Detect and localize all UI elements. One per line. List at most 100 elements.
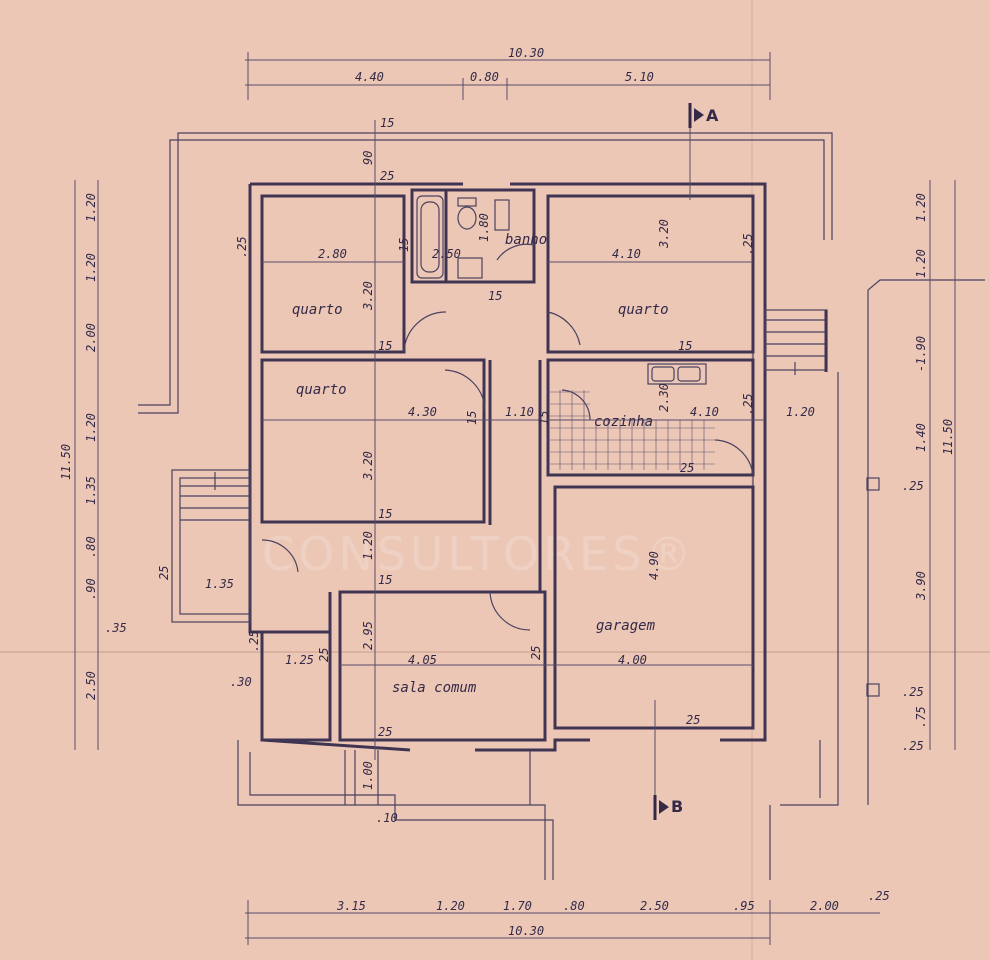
svg-text:25: 25	[378, 725, 392, 739]
svg-text:.30: .30	[230, 675, 252, 689]
kitchen-tiles	[550, 390, 715, 470]
svg-text:2.50: 2.50	[432, 247, 461, 261]
dims-left: 11.50 1.20 1.20 2.00 1.20 1.35 .80 .90 .…	[59, 193, 127, 700]
svg-text:25: 25	[529, 646, 543, 660]
dim-bottom-2: 1.20	[436, 899, 465, 913]
svg-text:.75: .75	[914, 706, 928, 728]
room-label-cozinha: cozinha	[594, 414, 653, 430]
room-label-garagem: garagem	[596, 618, 656, 634]
dimension-lines	[74, 52, 956, 945]
svg-text:.25: .25	[741, 233, 755, 255]
svg-text:1.20: 1.20	[84, 413, 98, 442]
svg-text:A: A	[706, 106, 719, 125]
svg-text:2.80: 2.80	[318, 247, 347, 261]
svg-text:4.30: 4.30	[408, 405, 437, 419]
svg-text:90: 90	[361, 151, 375, 165]
svg-text:.25: .25	[902, 685, 924, 699]
west-stairs	[171, 469, 251, 623]
svg-text:3.90: 3.90	[914, 571, 928, 601]
svg-text:11.50: 11.50	[59, 444, 73, 480]
svg-text:.10: .10	[376, 811, 398, 825]
dim-bottom-6: .95	[733, 899, 755, 913]
dim-bottom-8: .25	[868, 889, 890, 903]
svg-text:1.35: 1.35	[84, 476, 98, 505]
kitchen-sink-icon	[647, 363, 707, 385]
svg-text:15: 15	[678, 339, 692, 353]
svg-text:1.20: 1.20	[84, 193, 98, 222]
svg-text:1.40: 1.40	[914, 423, 928, 452]
svg-text:15: 15	[378, 573, 392, 587]
interior-dims: 15 90 25 2.80 3.20 .25 15 15 2.50 1.80 1…	[157, 116, 815, 825]
svg-text:3.20: 3.20	[361, 281, 375, 311]
svg-text:.80: .80	[84, 536, 98, 558]
terrace-outline	[138, 139, 825, 406]
svg-text:15: 15	[537, 411, 551, 425]
svg-text:2.00: 2.00	[84, 323, 98, 352]
svg-text:.25: .25	[247, 630, 261, 652]
dims-right: 11.50 1.20 1.20 -1.90 1.40 .25 3.90 .25 …	[902, 193, 955, 753]
dim-bottom-5: 2.50	[640, 899, 669, 913]
dim-bottom-7: 2.00	[810, 899, 839, 913]
svg-text:4.00: 4.00	[618, 653, 647, 667]
svg-text:1.80: 1.80	[477, 213, 491, 242]
svg-text:B: B	[671, 797, 683, 816]
svg-text:3.20: 3.20	[361, 451, 375, 481]
dim-bottom-4: .80	[563, 899, 585, 913]
section-marker-a: A	[688, 103, 719, 128]
svg-text:4.10: 4.10	[690, 405, 719, 419]
room-label-quarto-nw: quarto	[292, 302, 343, 318]
svg-text:25: 25	[380, 169, 394, 183]
room-label-quarto-w: quarto	[296, 382, 347, 398]
room-label-quarto-ne: quarto	[618, 302, 669, 318]
svg-text:1.25: 1.25	[285, 653, 314, 667]
dim-top-3: 5.10	[625, 70, 654, 84]
room-label-sala: sala comum	[392, 680, 477, 696]
svg-text:25: 25	[317, 648, 331, 662]
svg-text:1.00: 1.00	[361, 761, 375, 790]
svg-text:11.50: 11.50	[941, 419, 955, 455]
section-marker-b: B	[653, 795, 683, 820]
toilet-icon	[457, 197, 477, 230]
dim-bottom-total: 10.30	[508, 924, 544, 938]
south-porch	[237, 740, 554, 880]
svg-text:2.50: 2.50	[84, 671, 98, 700]
svg-text:1.20: 1.20	[361, 531, 375, 560]
east-stairs	[764, 309, 828, 375]
svg-text:3.20: 3.20	[657, 219, 671, 249]
svg-text:-1.90: -1.90	[914, 336, 928, 372]
svg-text:15: 15	[488, 289, 502, 303]
svg-text:1.10: 1.10	[505, 405, 534, 419]
watermark: CONSULTORES®	[262, 527, 695, 581]
dim-top-1: 4.40	[355, 70, 384, 84]
doors	[261, 243, 754, 631]
svg-text:1.20: 1.20	[84, 253, 98, 282]
dim-top-total: 10.30	[508, 46, 544, 60]
svg-text:15: 15	[380, 116, 394, 130]
svg-text:1.20: 1.20	[786, 405, 815, 419]
svg-text:1.20: 1.20	[914, 193, 928, 222]
svg-text:.35: .35	[105, 621, 127, 635]
svg-text:25: 25	[157, 566, 171, 580]
basin-icon	[457, 257, 483, 279]
svg-text:.25: .25	[902, 479, 924, 493]
svg-text:2.30: 2.30	[657, 383, 671, 412]
east-boundary	[769, 279, 985, 880]
terrace-outline	[138, 132, 833, 414]
svg-text:.25: .25	[235, 236, 249, 258]
svg-text:15: 15	[397, 238, 411, 252]
svg-text:4.10: 4.10	[612, 247, 641, 261]
svg-text:15: 15	[378, 339, 392, 353]
dim-bottom-1: 3.15	[336, 899, 366, 913]
svg-text:1.35: 1.35	[205, 577, 234, 591]
svg-text:25: 25	[686, 713, 700, 727]
sink-icon	[494, 199, 510, 231]
dim-bottom-3: 1.70	[503, 899, 532, 913]
room-label-banho: banho	[505, 232, 547, 248]
svg-text:1.20: 1.20	[914, 249, 928, 278]
svg-text:2.95: 2.95	[361, 621, 375, 650]
svg-text:.25: .25	[741, 393, 755, 415]
bathtub-icon	[416, 195, 444, 279]
svg-text:15: 15	[465, 411, 479, 425]
svg-text:4.90: 4.90	[647, 551, 661, 580]
